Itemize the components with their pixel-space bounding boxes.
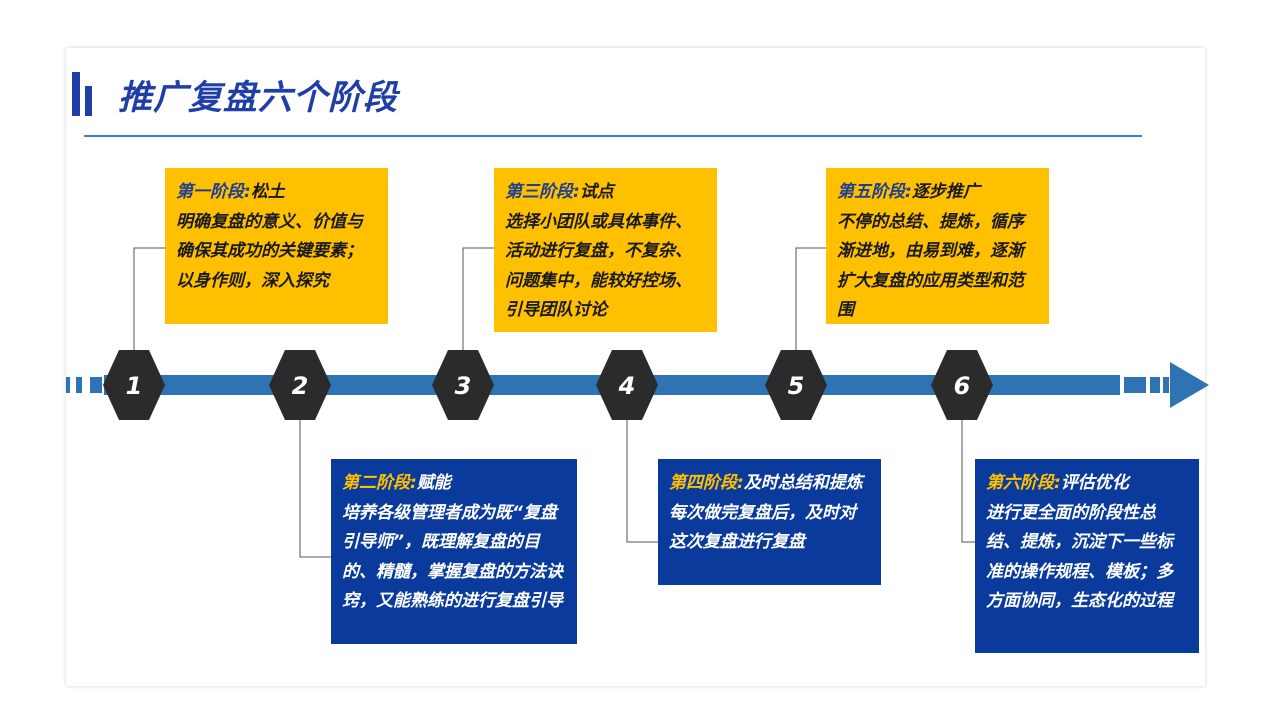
stage-desc-1: 明确复盘的意义、价值与确保其成功的关键要素；以身作则，深入探究 — [176, 211, 363, 291]
timeline-dash — [1150, 377, 1160, 393]
stage-heading-5: 第五阶段: — [837, 182, 912, 202]
timeline-dash — [1124, 377, 1146, 393]
stage-heading-1: 第一阶段: — [176, 182, 251, 202]
stage-hexagon-4: 4 — [596, 350, 658, 420]
stage-desc-6: 进行更全面的阶段性总结、提炼，沉淀下一些标准的操作规程、模板；多方面协同，生态化… — [986, 502, 1173, 612]
stage-box-3: 第三阶段:试点 选择小团队或具体事件、活动进行复盘，不复杂、问题集中，能较好控场… — [494, 168, 717, 332]
stage-number-4: 4 — [618, 372, 636, 400]
connector-line-3 — [462, 247, 494, 350]
stage-desc-2: 培养各级管理者成为既“复盘引导师”，既理解复盘的目的、精髓，掌握复盘的方法诀窍，… — [342, 502, 563, 612]
stage-name-4: 及时总结和提炼 — [743, 473, 863, 493]
stage-desc-5: 不停的总结、提炼，循序渐进地，由易到难，逐渐扩大复盘的应用类型和范围 — [837, 211, 1024, 321]
stage-box-2: 第二阶段:赋能 培养各级管理者成为既“复盘引导师”，既理解复盘的目的、精髓，掌握… — [331, 459, 577, 644]
stage-name-2: 赋能 — [416, 473, 451, 493]
stage-box-5: 第五阶段:逐步推广 不停的总结、提炼，循序渐进地，由易到难，逐渐扩大复盘的应用类… — [826, 168, 1049, 324]
stage-name-5: 逐步推广 — [911, 182, 980, 202]
stage-name-3: 试点 — [579, 182, 614, 202]
stage-name-6: 评估优化 — [1060, 473, 1129, 493]
page-title: 推广复盘六个阶段 — [118, 78, 398, 118]
timeline-dash — [66, 377, 70, 393]
connector-line-2 — [299, 420, 331, 558]
stage-hexagon-5: 5 — [765, 350, 827, 420]
timeline-arrowhead — [1170, 362, 1209, 408]
stage-box-6: 第六阶段:评估优化 进行更全面的阶段性总结、提炼，沉淀下一些标准的操作规程、模板… — [975, 459, 1199, 653]
connector-line-4 — [626, 420, 658, 543]
stage-number-2: 2 — [292, 372, 309, 400]
stage-number-6: 6 — [954, 372, 971, 400]
connector-line-5 — [795, 247, 826, 350]
connector-line-6 — [961, 420, 975, 543]
stage-hexagon-1: 1 — [103, 350, 165, 420]
title-bar-icon — [72, 72, 92, 116]
stage-box-1: 第一阶段:松土 明确复盘的意义、价值与确保其成功的关键要素；以身作则，深入探究 — [165, 168, 388, 324]
stage-heading-3: 第三阶段: — [505, 182, 580, 202]
stage-hexagon-6: 6 — [931, 350, 993, 420]
stage-hexagon-2: 2 — [269, 350, 331, 420]
timeline-dash — [1163, 377, 1169, 393]
connector-line-1 — [133, 247, 165, 350]
timeline-dash — [76, 377, 82, 393]
stage-number-5: 5 — [788, 372, 805, 400]
stage-box-4: 第四阶段:及时总结和提炼 每次做完复盘后，及时对这次复盘进行复盘 — [658, 459, 881, 585]
stage-heading-6: 第六阶段: — [986, 473, 1061, 493]
stage-heading-2: 第二阶段: — [342, 473, 417, 493]
stage-heading-4: 第四阶段: — [669, 473, 744, 493]
timeline-dash — [90, 377, 102, 393]
stage-number-3: 3 — [455, 372, 472, 400]
stage-desc-3: 选择小团队或具体事件、活动进行复盘，不复杂、问题集中，能较好控场、引导团队讨论 — [505, 211, 692, 321]
stage-number-1: 1 — [126, 372, 143, 400]
stage-hexagon-3: 3 — [432, 350, 494, 420]
stage-name-1: 松土 — [250, 182, 285, 202]
title-divider — [84, 135, 1142, 137]
stage-desc-4: 每次做完复盘后，及时对这次复盘进行复盘 — [669, 502, 856, 553]
